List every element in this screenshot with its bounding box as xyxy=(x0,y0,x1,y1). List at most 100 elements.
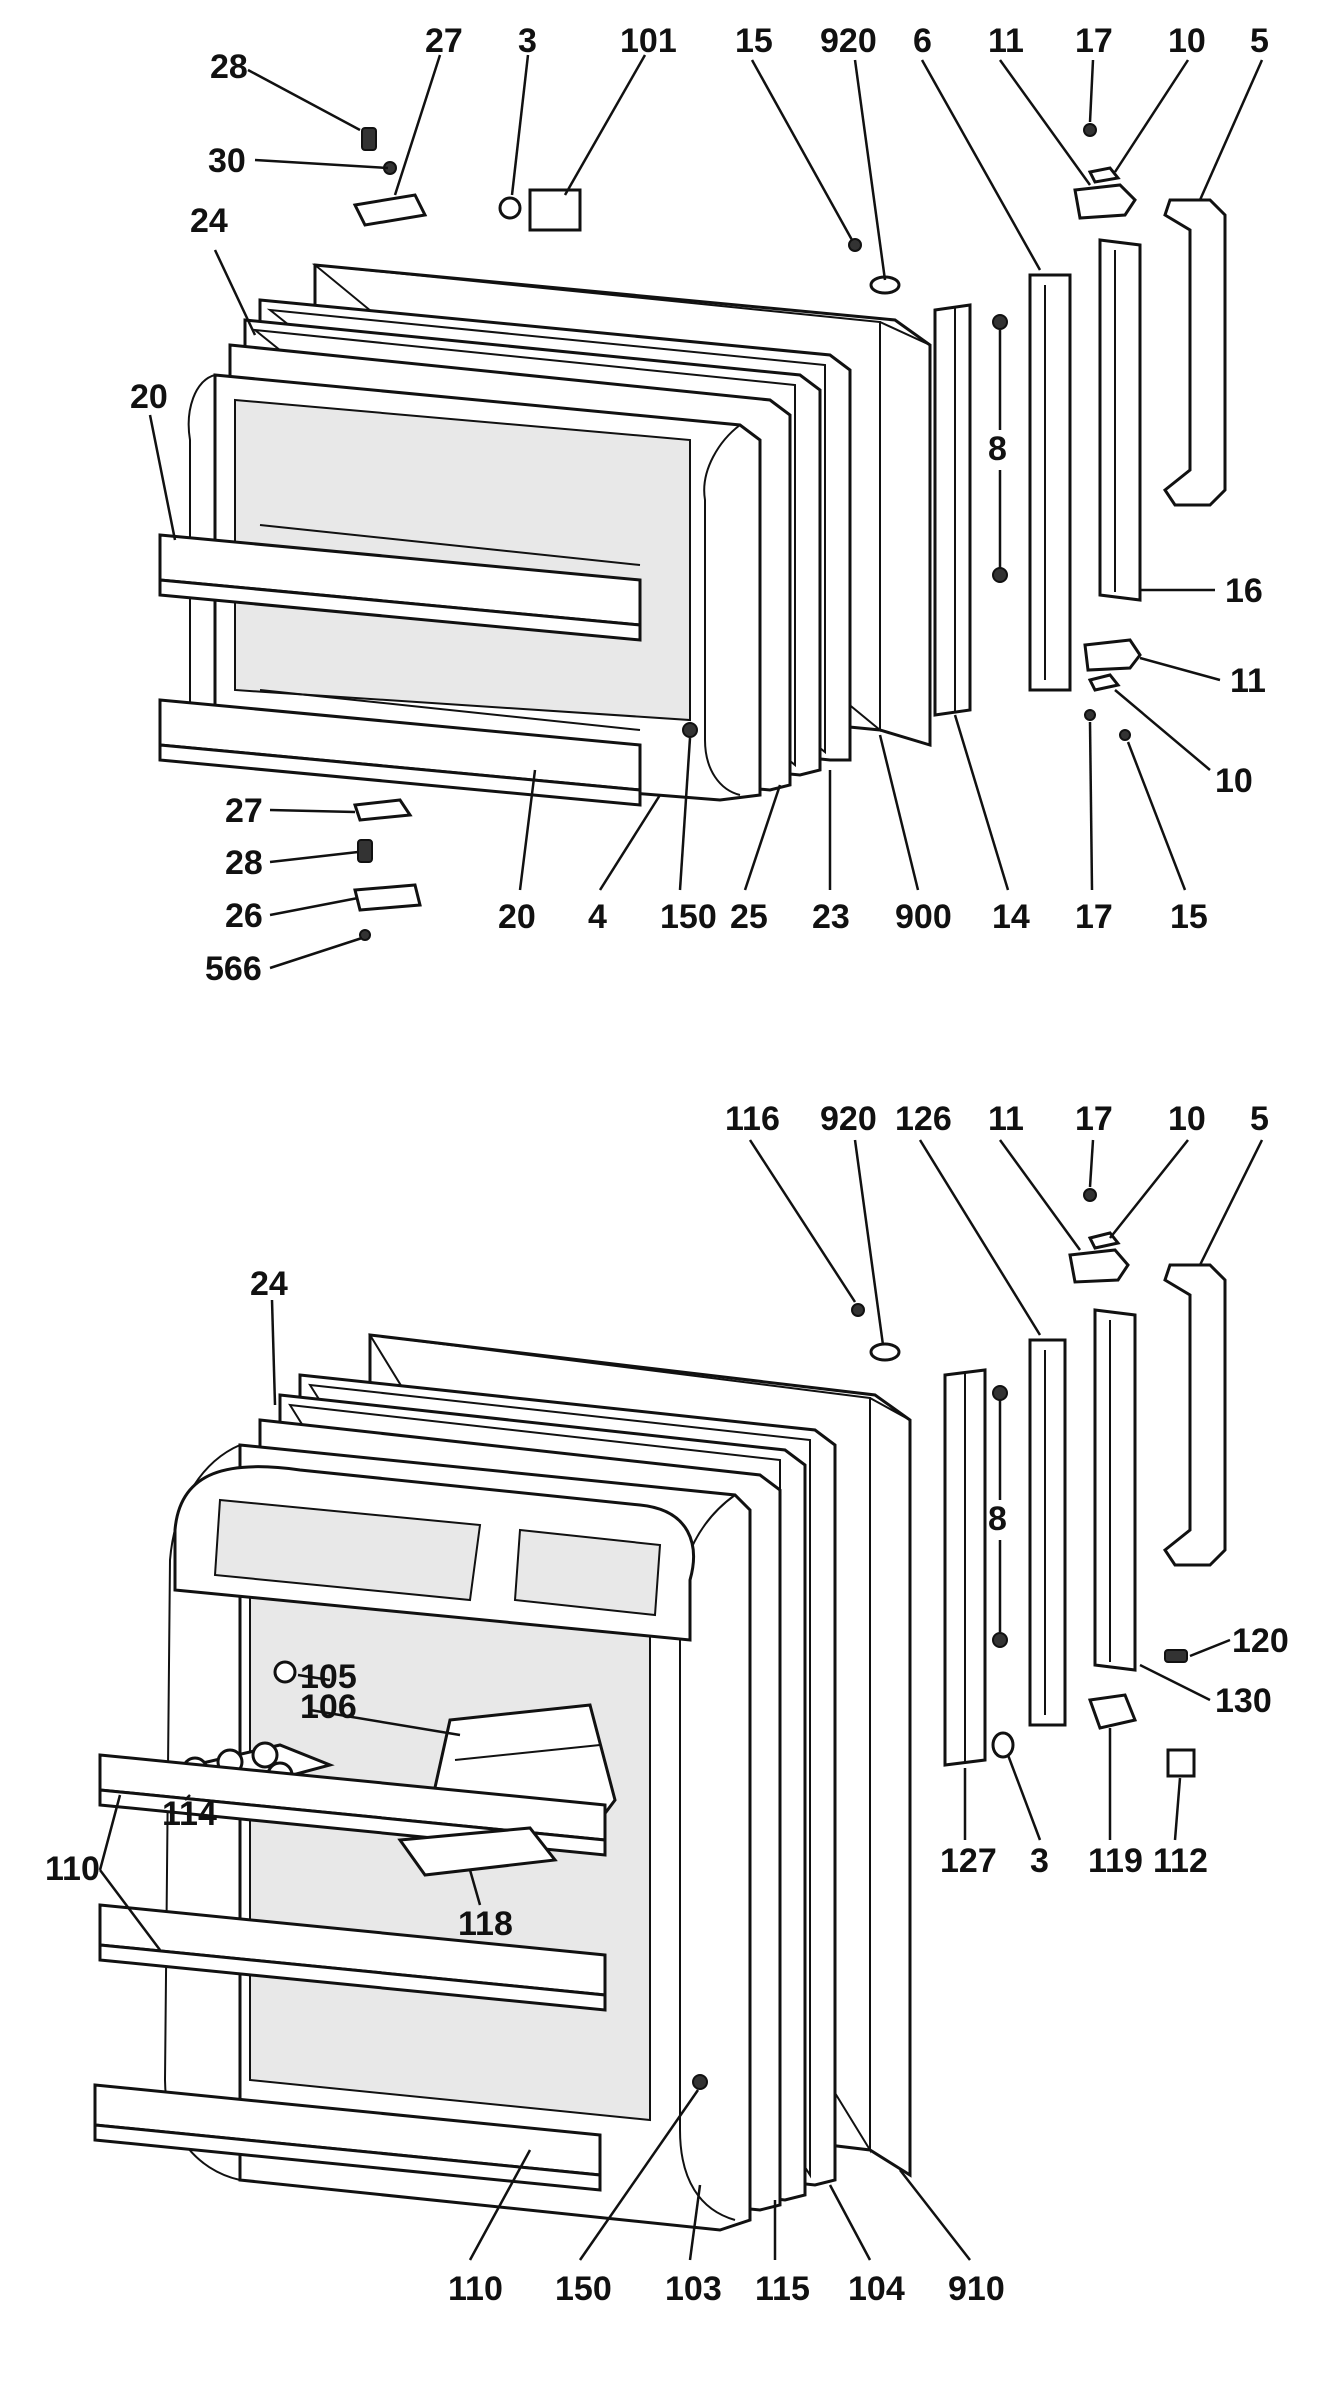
hinge-27-bottom xyxy=(352,798,413,822)
label-11-top: 11 xyxy=(988,22,1024,60)
label-26: 26 xyxy=(225,897,263,935)
dairy-compartment xyxy=(173,1465,695,1642)
lower-leader-lines xyxy=(98,1139,1264,2261)
label-127: 127 xyxy=(940,1842,997,1880)
screw-116 xyxy=(851,1303,865,1317)
label-17-top: 17 xyxy=(1075,22,1113,60)
label-25: 25 xyxy=(730,898,768,936)
label-10-mid: 10 xyxy=(1215,762,1253,800)
label-112: 112 xyxy=(1153,1842,1208,1880)
label-28-bottom: 28 xyxy=(225,844,263,882)
cam-101 xyxy=(528,188,582,232)
handle-rail-126 xyxy=(1028,1338,1067,1727)
door-handle-5-lower xyxy=(1162,1263,1227,1567)
door-handle-5 xyxy=(1162,198,1227,507)
bushing-112 xyxy=(1166,1748,1196,1778)
hinge-bracket-26 xyxy=(353,883,422,912)
screw-566 xyxy=(359,929,371,941)
upper-leader-lines xyxy=(148,54,1264,970)
label-23: 23 xyxy=(812,898,850,936)
handle-cap-11-top xyxy=(1073,183,1137,220)
screw-8-upper xyxy=(992,314,1008,330)
screw-15-bottom xyxy=(1119,729,1131,741)
screw-8-lower-lower xyxy=(992,1632,1008,1648)
plug-3-top xyxy=(498,196,522,220)
screw-15-top xyxy=(848,238,862,252)
label-17-bottom: 17 xyxy=(1075,898,1113,936)
screw-17-lower xyxy=(1083,1188,1097,1202)
screw-8-lower-upper xyxy=(992,1385,1008,1401)
label-20-side: 20 xyxy=(130,378,168,416)
plug-3-lower xyxy=(991,1731,1015,1759)
hinge-pin-10-lower xyxy=(1087,1231,1121,1250)
screw-150-lower xyxy=(692,2074,708,2090)
label-10-lower: 10 xyxy=(1168,1100,1206,1138)
label-20-bottom: 20 xyxy=(498,898,536,936)
label-16: 16 xyxy=(1225,572,1263,610)
label-103: 103 xyxy=(665,2270,722,2308)
label-910: 910 xyxy=(948,2270,1005,2308)
label-28-top: 28 xyxy=(210,48,248,86)
hinge-pin-10-bottom xyxy=(1087,673,1121,692)
screw-120 xyxy=(1164,1649,1188,1663)
label-116: 116 xyxy=(725,1100,780,1138)
door-shelf-20-upper xyxy=(158,524,642,642)
hinge-cover-119 xyxy=(1087,1693,1138,1730)
handle-rail-6 xyxy=(1028,273,1072,692)
label-150-top: 150 xyxy=(660,898,717,936)
label-8-lower: 8 xyxy=(988,1500,1007,1538)
label-24-lower: 24 xyxy=(250,1265,288,1303)
handle-trim-lower xyxy=(1093,1308,1137,1672)
screw-150-top xyxy=(682,722,698,738)
screw-8-lower xyxy=(992,567,1008,583)
label-104: 104 xyxy=(848,2270,905,2308)
label-15-bottom: 15 xyxy=(1170,898,1208,936)
door-shelf-110-middle xyxy=(98,1903,607,2012)
plug-920-lower xyxy=(869,1342,901,1362)
label-3-top: 3 xyxy=(518,22,537,60)
label-106: 106 xyxy=(300,1688,357,1726)
handle-cap-11-bottom xyxy=(1083,638,1142,672)
container-118 xyxy=(397,1826,558,1877)
label-126: 126 xyxy=(895,1100,952,1138)
label-900: 900 xyxy=(895,898,952,936)
label-101: 101 xyxy=(620,22,677,60)
breaker-strip-127 xyxy=(943,1368,987,1767)
screw-28-bottom xyxy=(357,839,373,863)
label-119: 119 xyxy=(1088,1842,1143,1880)
label-105: 105 xyxy=(300,1658,357,1696)
label-15-top: 15 xyxy=(735,22,773,60)
label-5-top: 5 xyxy=(1250,22,1269,60)
label-150-lower: 150 xyxy=(555,2270,612,2308)
breaker-strip-14 xyxy=(933,303,972,717)
handle-cap-11-lower xyxy=(1068,1248,1130,1284)
label-4: 4 xyxy=(588,898,607,936)
label-114: 114 xyxy=(162,1795,217,1833)
label-110-side: 110 xyxy=(45,1850,100,1888)
label-14-top: 14 xyxy=(992,898,1030,936)
door-shelf-20-lower xyxy=(158,689,642,807)
label-920-top: 920 xyxy=(820,22,877,60)
label-920-lower: 920 xyxy=(820,1100,877,1138)
hinge-pin-10-top xyxy=(1087,166,1121,184)
label-11-mid: 11 xyxy=(1230,662,1266,700)
label-110-bottom: 110 xyxy=(448,2270,503,2308)
label-27-top: 27 xyxy=(425,22,463,60)
hinge-27-top xyxy=(352,193,428,227)
label-3-lower: 3 xyxy=(1030,1842,1049,1880)
label-11-lower: 11 xyxy=(988,1100,1024,1138)
lower-door-assembly: 116 920 126 11 17 10 5 24 8 105 106 120 … xyxy=(45,1100,1289,2308)
upper-door-assembly: 28 27 3 101 15 920 6 11 17 10 5 30 24 20… xyxy=(130,22,1269,988)
label-5-lower: 5 xyxy=(1250,1100,1269,1138)
screw-17-bottom xyxy=(1084,709,1096,721)
screw-28-top xyxy=(361,127,377,151)
label-8-top: 8 xyxy=(988,430,1007,468)
handle-trim-16 xyxy=(1098,238,1142,602)
door-shelf-110-bottom xyxy=(93,2083,602,2192)
label-27-bottom: 27 xyxy=(225,792,263,830)
label-17-lower: 17 xyxy=(1075,1100,1113,1138)
label-10-top: 10 xyxy=(1168,22,1206,60)
label-566: 566 xyxy=(205,950,262,988)
label-118: 118 xyxy=(458,1905,513,1943)
